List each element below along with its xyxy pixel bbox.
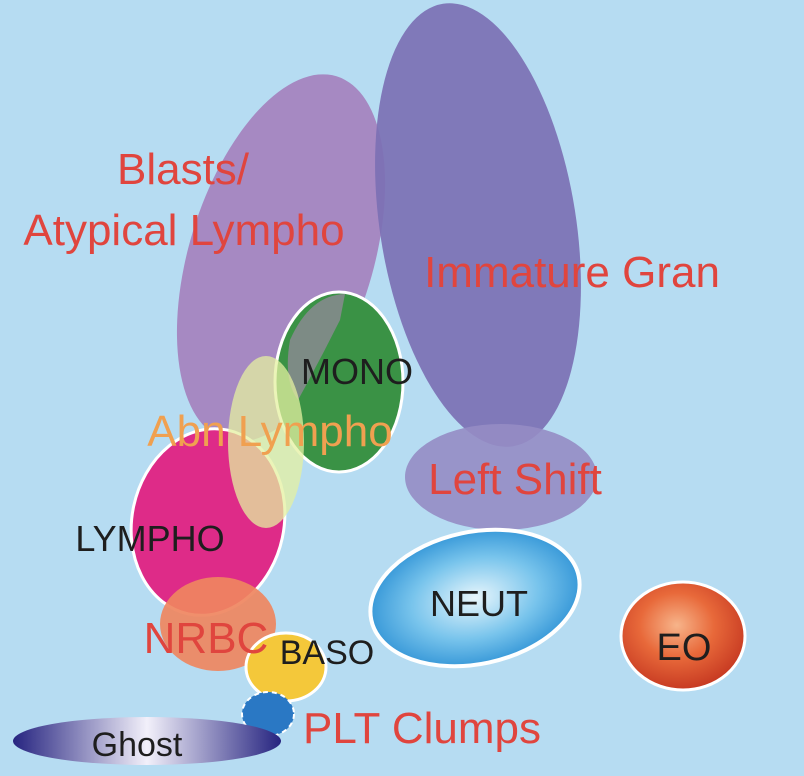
nrbc-label: NRBC [144,614,269,663]
lympho-label: LYMPHO [75,518,224,559]
eo-label: EO [657,627,712,669]
nrbc-region [160,577,276,671]
immature-gran-label: Immature Gran [424,248,720,297]
mono-label: MONO [301,351,413,392]
mono-blasts-overlap [287,294,345,400]
left-shift-region [405,424,597,530]
blasts-label-line2: Atypical Lympho [23,206,344,255]
blasts-label-line1: Blasts/ [117,145,250,194]
neut-label: NEUT [430,583,528,624]
ghost-region [13,717,281,765]
plt-clumps-label: PLT Clumps [303,704,541,753]
baso-label: BASO [280,634,374,672]
immature-gran-region [375,3,581,447]
neut-region [368,527,582,669]
abn-lympho-region [228,356,304,528]
ghost-label: Ghost [92,726,183,764]
abn-lympho-label: Abn Lympho [147,407,392,456]
left-shift-label: Left Shift [428,455,602,504]
eo-region [619,580,747,692]
